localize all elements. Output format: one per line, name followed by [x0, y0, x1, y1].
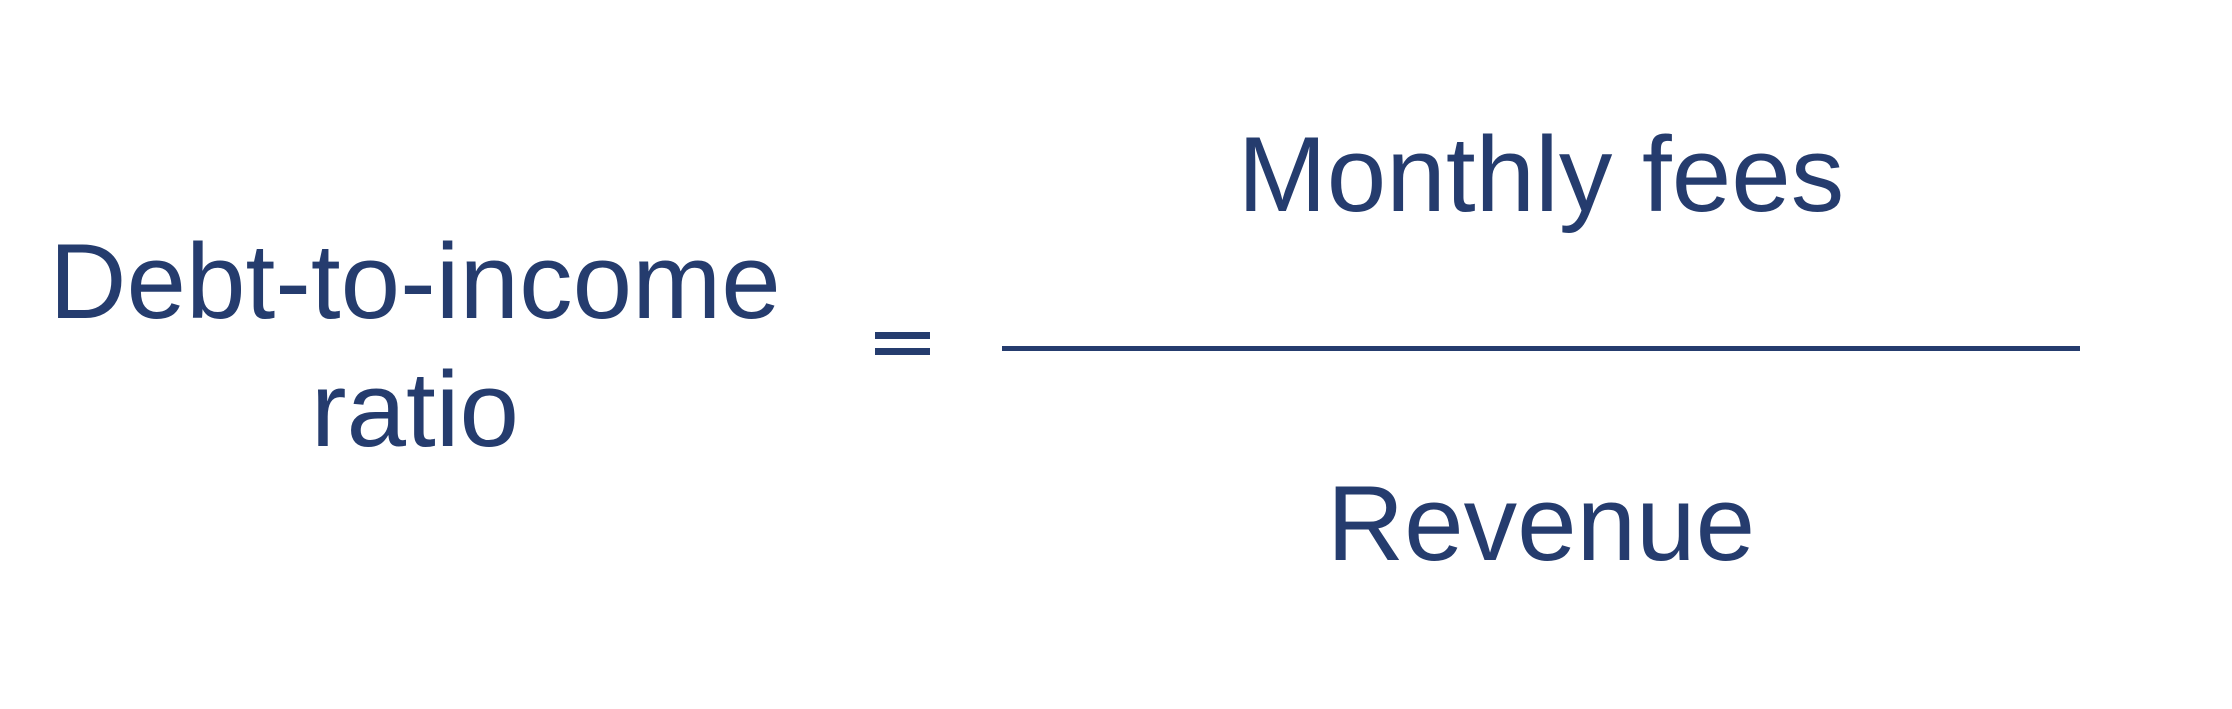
fraction-denominator: Revenue — [1326, 463, 1756, 583]
fraction-bar — [1002, 346, 2080, 351]
equals-sign: = — [875, 332, 930, 355]
fraction-numerator: Monthly fees — [1237, 114, 1845, 234]
fraction: Monthly fees Revenue — [1002, 0, 2080, 709]
lhs-line-2: ratio — [310, 349, 520, 469]
formula-lhs: Debt-to-income ratio — [0, 217, 830, 473]
equals-bottom-bar — [875, 348, 930, 355]
lhs-line-1: Debt-to-income — [49, 221, 781, 341]
equals-top-bar — [875, 332, 930, 339]
